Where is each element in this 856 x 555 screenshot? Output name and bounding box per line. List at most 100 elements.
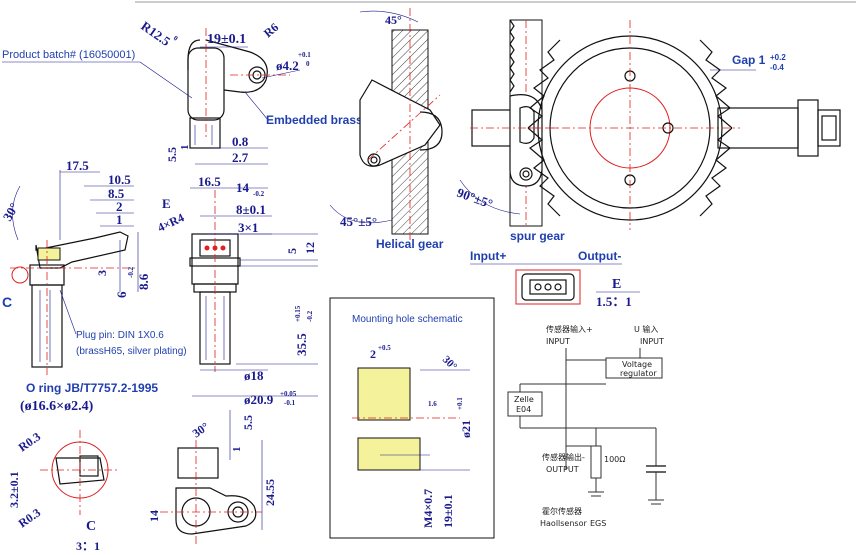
u-input-label: U 输入 [634, 324, 658, 334]
o-ring-size: (ø16.6×ø2.4) [20, 399, 94, 414]
dim-d20-9-tol2: -0.1 [284, 399, 296, 407]
dim-5: 5 [285, 248, 299, 254]
dim-d20-9-tol: +0.05 [280, 390, 297, 398]
brass-note-label: (brassH65, silver plating) [76, 346, 187, 357]
view-e-scale: 1.5：1 [596, 294, 632, 309]
sensor-output-label: 传感器输出- [542, 452, 585, 462]
gap-tol-upper: +0.2 [770, 53, 786, 62]
dim-10-5: 10.5 [108, 172, 131, 187]
dim-12: 12 [303, 242, 317, 254]
hall-en-label: Haollsensor [540, 519, 587, 528]
dim-1b: 1 [116, 212, 123, 227]
dim-30-b: 30° [190, 419, 212, 440]
dim-r12-tol: 0 [172, 34, 180, 43]
dim-d19: 19±0.1 [207, 32, 246, 47]
mounting-title: Mounting hole schematic [352, 314, 463, 325]
gear-wheel-view: Gap 1 +0.2 -0.4 [527, 20, 841, 230]
mount-dim-m4: M4×0.7 [421, 489, 435, 528]
dim-14: 14 [236, 180, 250, 195]
resistor-label: 100Ω [604, 455, 625, 464]
view-c-marker: C [2, 294, 12, 310]
plug-pin-label: Plug pin: DIN 1X0.6 [76, 330, 164, 341]
mount-dim-1-6: 1.6 [428, 400, 437, 408]
dim-8-5: 8.5 [108, 186, 125, 201]
mount-dim-2: 2 [370, 347, 376, 361]
dim-d18: ø18 [244, 368, 264, 383]
mount-dim-21: ø21 [459, 420, 473, 438]
dim-24-55: 24.55 [263, 479, 277, 506]
dim-35-5-tol2: -0.2 [306, 310, 314, 322]
dim-14-b: 14 [147, 510, 161, 522]
helical-gear-view: 45° 45°±5° Helical gear [329, 8, 444, 251]
view-c-scale: 3：1 [76, 539, 100, 553]
spur-gear-view: 90°±5° spur gear [455, 19, 565, 243]
product-batch-label: Product batch# (16050001) [2, 49, 135, 61]
view-c-detail: R0.3 R0.3 3.2±0.1 C 3：1 [7, 429, 120, 553]
sensor-input-en: INPUT [546, 337, 570, 346]
dim-4xr4: 4×R4 [155, 210, 186, 234]
gap-tol-lower: -0.4 [770, 63, 784, 72]
regulator-line1: Voltage [622, 360, 652, 369]
dim-0-8: 0.8 [232, 134, 249, 149]
sensor-input-label: 传感器输入+ [546, 324, 593, 334]
hall-cn-label: 霍尔传感器 [542, 506, 582, 516]
mount-dim-19: 19±0.1 [441, 494, 455, 528]
dim-r12: R12.5 [138, 18, 173, 49]
sensor-output-en: OUTPUT [546, 465, 579, 474]
front-view: 16.5 14 -0.2 E 4×R4 8±0.1 3×1 5 12 35.5 … [155, 174, 318, 407]
dim-3: 3 [95, 270, 109, 276]
dim-r0-3b: R0.3 [16, 505, 43, 530]
dim-3-2: 3.2±0.1 [7, 471, 21, 508]
dim-45-top: 45° [385, 13, 402, 27]
dim-17-5: 17.5 [66, 158, 89, 173]
mounting-hole-schematic: Mounting hole schematic 2 +0.5 30° 1.6 ø… [329, 297, 495, 539]
side-view: C 17.5 10.5 8.5 2 1 30° 3 6 -0.2 8.6 [0, 158, 151, 375]
dim-35-5-tol: +0.15 [294, 305, 302, 322]
input-plus-label: Input+ [470, 249, 506, 263]
output-minus-label: Output- [578, 249, 621, 263]
zelle-line2: E04 [516, 405, 531, 414]
ebs-label: EGS [590, 519, 606, 528]
mount-dim-2-tol: +0.5 [378, 344, 391, 352]
dim-d42-tol2: 0 [306, 60, 310, 68]
dim-e-marker: E [162, 196, 171, 211]
dim-3x1: 3×1 [238, 220, 258, 235]
dim-6: 6 [114, 291, 129, 298]
dim-2: 2 [116, 199, 123, 214]
dim-8-6: 8.6 [136, 273, 151, 290]
regulator-line2: regulator [620, 369, 657, 378]
dim-16-5: 16.5 [198, 174, 221, 189]
dim-5-5-b: 5.5 [241, 415, 255, 430]
dim-35-5: 35.5 [294, 333, 309, 356]
dim-5-5: 5.5 [165, 147, 179, 162]
view-e-label: E [612, 277, 621, 292]
dim-r6: R6 [261, 20, 281, 40]
dim-1-c: 1 [231, 447, 243, 453]
dim-45-angle: 45°±5° [340, 214, 377, 229]
connector-view-e: Input+ Output- E 1.5：1 [470, 249, 640, 309]
dim-d20-9: ø20.9 [244, 392, 274, 407]
spur-gear-label: spur gear [510, 229, 565, 243]
zelle-line1: Zelle [514, 395, 534, 404]
dim-2-7: 2.7 [232, 150, 249, 165]
dim-d42: ø4.2 [276, 58, 299, 73]
bottom-view: 30° 5.5 1 24.55 14 [147, 410, 277, 545]
o-ring-title: O ring JB/T7757.2-1995 [26, 381, 158, 395]
dim-6-tol: -0.2 [127, 266, 135, 278]
dim-8: 8±0.1 [236, 202, 266, 217]
dim-14-tol: -0.2 [253, 190, 265, 198]
helical-gear-label: Helical gear [376, 237, 444, 251]
top-view: R12.5 0 19±0.1 R6 ø4.2 +0.1 0 0.8 2.7 5.… [138, 18, 311, 165]
dim-d42-tol: +0.1 [298, 51, 311, 59]
dim-1: 1 [179, 145, 191, 151]
gap-label: Gap 1 [732, 53, 766, 67]
view-c-label: C [86, 519, 96, 534]
circuit-schematic: 传感器输入+ INPUT U 输入 INPUT Voltage regulato… [507, 324, 666, 528]
dim-30-deg: 30° [0, 200, 22, 223]
u-input-en: INPUT [640, 337, 664, 346]
dim-90-angle: 90°±5° [455, 185, 495, 212]
dim-r0-3a: R0.3 [16, 429, 43, 454]
embedded-brass-label: Embedded brass [266, 113, 363, 127]
mount-dim-21-tol: +0.1 [456, 397, 464, 410]
